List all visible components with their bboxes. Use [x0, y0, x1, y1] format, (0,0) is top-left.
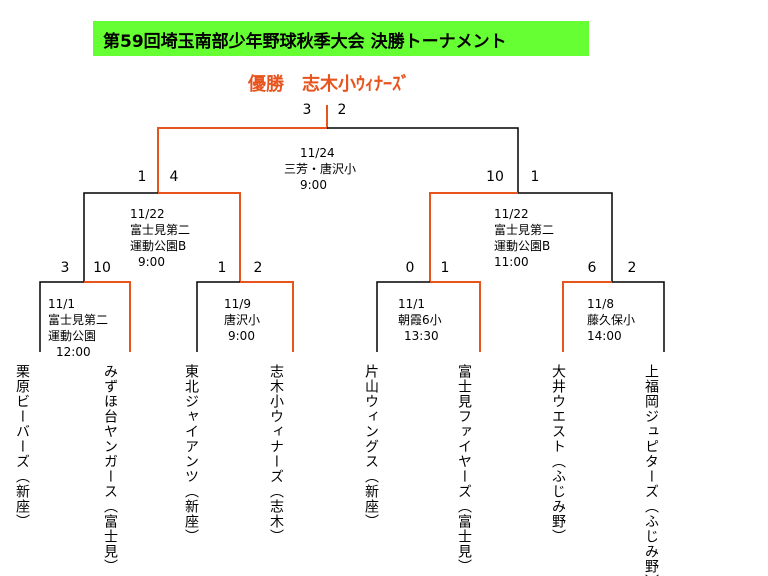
bracket-line-qf2-right [240, 281, 294, 352]
qf3-match-info: 11/1 朝霞6小 13:30 [398, 296, 442, 344]
team-8: 上福岡ジュピターズ（ふじみ野） [643, 364, 659, 576]
qf2-date: 11/9 [224, 297, 251, 311]
qf3-score-right: 1 [440, 260, 450, 276]
qf3-date: 11/1 [398, 297, 425, 311]
qf4-date: 11/8 [587, 297, 614, 311]
team-3-name: 東北ジャイアンツ [183, 364, 199, 484]
final-score-left: 3 [302, 102, 312, 118]
qf1-venue2: 運動公園 [48, 329, 97, 343]
sf2-date: 11/22 [494, 207, 529, 221]
team-2-name: みずほ台ヤンガース [102, 364, 118, 499]
sf1-time: 9:00 [138, 255, 165, 269]
qf4-match-info: 11/8 藤久保小 14:00 [587, 296, 635, 344]
team-2: みずほ台ヤンガース（富士見） [102, 364, 118, 574]
qf3-score-left: 0 [405, 260, 415, 276]
sf1-match-info: 11/22 富士見第二 運動公園B 9:00 [130, 206, 190, 270]
qf3-time: 13:30 [404, 329, 439, 343]
team-5-name: 片山ウィングス [363, 364, 379, 469]
final-venue: 三芳・唐沢小 [284, 162, 357, 176]
team-7: 大井ウエスト（ふじみ野） [550, 364, 566, 544]
team-7-name: 大井ウエスト [550, 364, 566, 454]
bracket-line-qf1-right [84, 281, 131, 352]
qf1-score-left: 3 [60, 260, 70, 276]
page-title: 第59回埼玉南部少年野球秋季大会 決勝トーナメント [103, 32, 507, 52]
team-1-name: 栗原ビーバーズ [14, 364, 30, 469]
bracket-line-qf4-left [562, 281, 612, 352]
sf2-score-left: 10 [486, 169, 504, 185]
final-match-info: 11/24 三芳・唐沢小 9:00 [284, 145, 356, 193]
bracket-line-final-right [327, 127, 519, 193]
team-3: 東北ジャイアンツ（新座） [183, 364, 199, 544]
qf4-score-left: 6 [587, 260, 597, 276]
qf2-score-left: 1 [217, 260, 227, 276]
team-1: 栗原ビーバーズ（新座） [14, 364, 30, 529]
qf2-match-info: 11/9 唐沢小 9:00 [224, 296, 260, 344]
title-banner: 第59回埼玉南部少年野球秋季大会 決勝トーナメント [93, 21, 589, 56]
team-1-area: （新座） [14, 469, 30, 529]
qf1-score-right: 10 [93, 260, 111, 276]
qf4-score-right: 2 [627, 260, 637, 276]
qf2-venue: 唐沢小 [224, 313, 261, 327]
sf1-date: 11/22 [130, 207, 165, 221]
team-7-area: （ふじみ野） [550, 454, 566, 544]
sf2-venue: 富士見第二 [494, 223, 555, 237]
qf1-date: 11/1 [48, 297, 75, 311]
sf2-score-right: 1 [530, 169, 540, 185]
team-6-name: 富士見ファイヤーズ [456, 364, 472, 499]
bracket-line-qf2-left [196, 281, 240, 352]
qf1-time: 12:00 [56, 345, 91, 359]
champion-label: 優勝 [248, 74, 284, 95]
team-8-area: （ふじみ野） [643, 499, 659, 576]
team-3-area: （新座） [183, 484, 199, 544]
team-2-area: （富士見） [102, 499, 118, 574]
team-4: 志木小ウィナーズ（志木） [268, 364, 284, 544]
team-8-name: 上福岡ジュピターズ [643, 364, 659, 499]
sf1-score-left: 1 [137, 169, 147, 185]
sf1-venue: 富士見第二 [130, 223, 191, 237]
bracket-line-sf2-left [429, 192, 518, 282]
bracket-line-sf2-right [518, 192, 613, 282]
final-date: 11/24 [300, 146, 335, 160]
qf2-score-right: 2 [253, 260, 263, 276]
bracket-line-sf1-left [83, 192, 158, 282]
team-4-area: （志木） [268, 484, 284, 544]
sf2-match-info: 11/22 富士見第二 運動公園B 11:00 [494, 206, 554, 270]
bracket-line-qf1-left [39, 281, 84, 352]
champion-banner: 優勝 志木小ｳｨﾅｰｽﾞ [248, 70, 410, 96]
bracket-line-qf4-right [612, 281, 665, 352]
team-6: 富士見ファイヤーズ（富士見） [456, 364, 472, 574]
sf2-venue2: 運動公園B [494, 239, 551, 253]
sf1-venue2: 運動公園B [130, 239, 187, 253]
champion-team: 志木小ｳｨﾅｰｽﾞ [302, 74, 410, 95]
qf3-venue: 朝霞6小 [398, 313, 442, 327]
team-6-area: （富士見） [456, 499, 472, 574]
qf1-match-info: 11/1 富士見第二 運動公園 12:00 [48, 296, 108, 360]
bracket-line-sf1-right [158, 192, 241, 282]
sf2-time: 11:00 [494, 255, 529, 269]
final-score-right: 2 [337, 102, 347, 118]
qf4-venue: 藤久保小 [587, 313, 636, 327]
team-5-area: （新座） [363, 469, 379, 529]
sf1-score-right: 4 [169, 169, 179, 185]
qf4-time: 14:00 [587, 329, 622, 343]
qf1-venue: 富士見第二 [48, 313, 109, 327]
final-time: 9:00 [300, 178, 327, 192]
qf2-time: 9:00 [228, 329, 255, 343]
bracket-line-final-left [157, 105, 328, 193]
bracket-line-qf3-left [376, 281, 430, 352]
bracket-line-qf3-right [430, 281, 481, 352]
team-5: 片山ウィングス（新座） [363, 364, 379, 529]
team-4-name: 志木小ウィナーズ [268, 364, 284, 484]
